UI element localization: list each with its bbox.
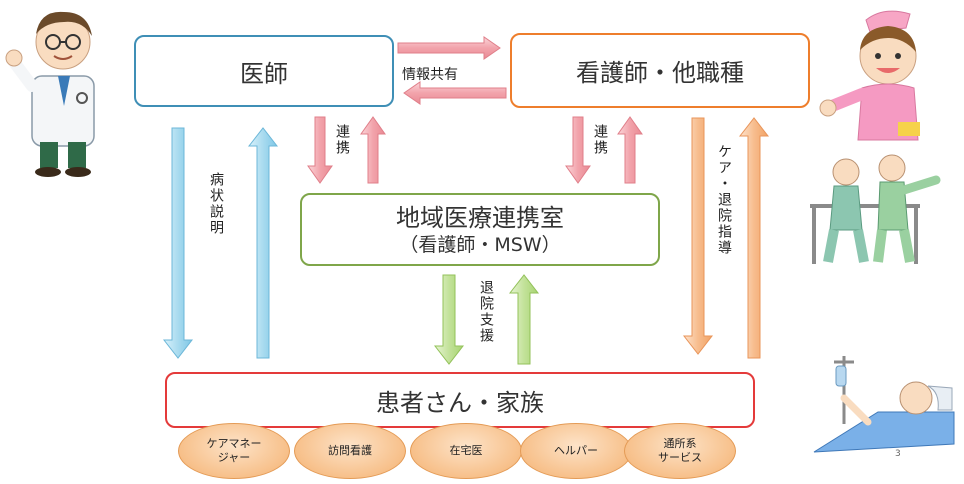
coop-right-label: 連携 [592, 124, 608, 156]
arrow-nurse-to-doctor [403, 81, 507, 105]
patient-family-label: 患者さん・家族 [376, 388, 544, 417]
doctor-label: 医師 [240, 59, 288, 88]
coop-left-label: 連携 [334, 124, 350, 156]
doctor-node: 医師 [134, 35, 394, 107]
patient-family-node: 患者さん・家族 [165, 372, 755, 428]
arrow-center-to-patient [433, 274, 465, 365]
regional-coop-office-node: 地域医療連携室 （看護師・MSW） [300, 193, 660, 266]
service-day-services: 通所系 サービス [624, 423, 736, 479]
service-home-nursing: 訪問看護 [294, 423, 406, 479]
service-care-manager: ケアマネー ジャー [178, 423, 290, 479]
arrow-center-to-nurse [617, 116, 643, 184]
nurse-staff-label: 看護師・他職種 [576, 59, 744, 87]
rehab-illustration [810, 154, 941, 264]
service-home-doctor: 在宅医 [410, 423, 522, 479]
discharge-support-label: 退院支援 [478, 280, 494, 344]
info-share-label: 情報共有 [402, 67, 458, 83]
arrow-patient-to-doctor [247, 127, 279, 359]
arrow-doctor-to-nurse [397, 36, 501, 60]
condition-explanation-label: 病状説明 [208, 172, 224, 236]
arrow-center-to-doctor [360, 116, 386, 184]
nurse-illustration [819, 10, 920, 141]
arrow-nurse-to-patient [682, 117, 714, 355]
arrow-nurse-to-center [565, 116, 591, 184]
arrow-patient-to-center [508, 274, 540, 365]
arrow-patient-to-nurse [738, 117, 770, 359]
regional-coop-office-sublabel: （看護師・MSW） [399, 233, 561, 256]
page-number: 3 [895, 449, 901, 459]
nurse-staff-node: 看護師・他職種 [510, 33, 810, 108]
service-helper: ヘルパー [520, 423, 632, 479]
care-discharge-guidance-label: ケア・退院指導 [716, 144, 732, 256]
arrow-doctor-to-center [307, 116, 333, 184]
doctor-illustration [5, 11, 95, 177]
patient-bed-illustration [813, 356, 955, 453]
regional-coop-office-label: 地域医療連携室 [396, 203, 564, 232]
arrow-doctor-to-patient [162, 127, 194, 359]
